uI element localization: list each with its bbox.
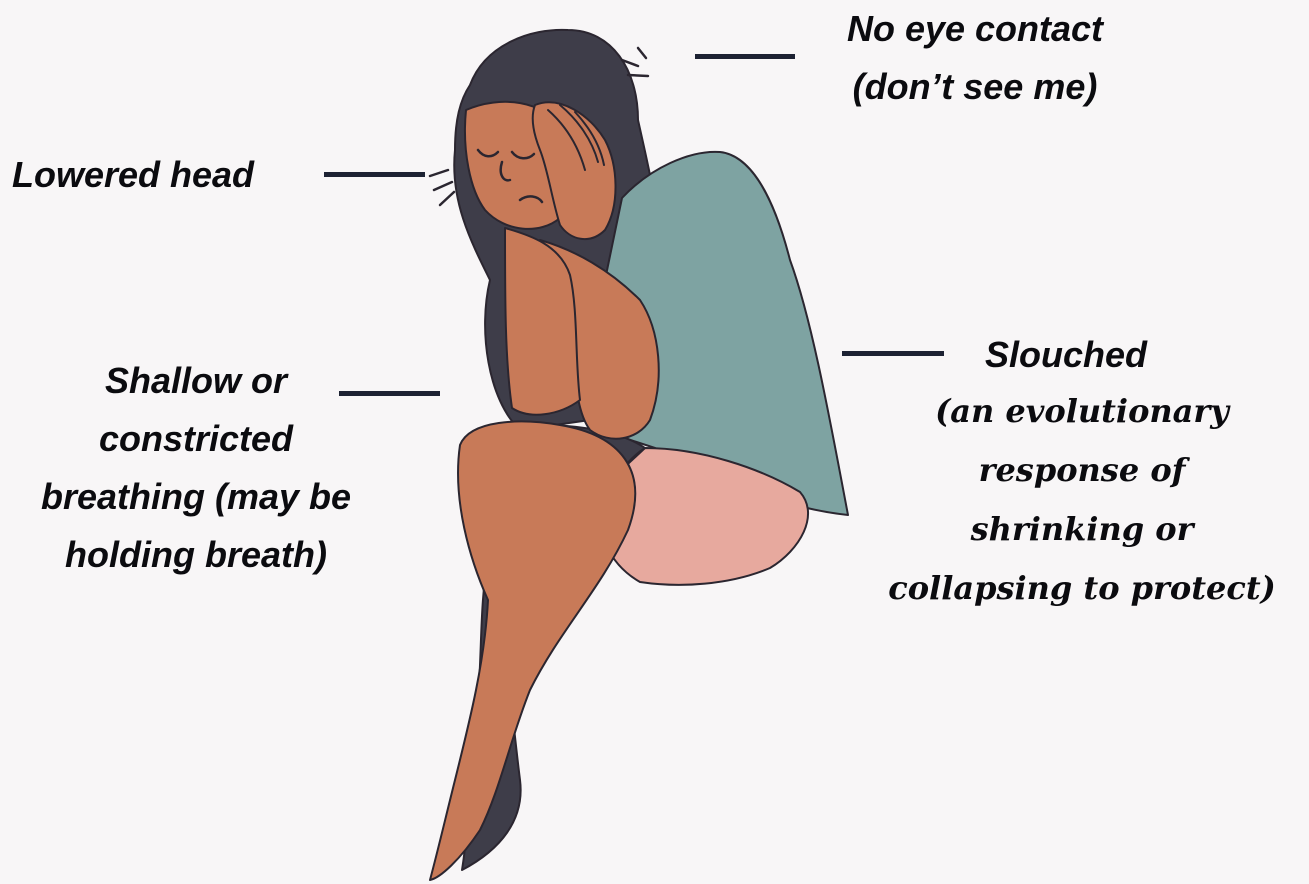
breathing-line-1: Shallow or xyxy=(0,352,392,410)
stress-mark xyxy=(434,182,452,190)
slouched-detail: (an evolutionary response of shrinking o… xyxy=(862,382,1302,618)
eye-contact-line-2: (don’t see me) xyxy=(810,58,1140,116)
lowered-head-leader xyxy=(324,172,425,177)
breathing-label: Shallow or constricted breathing (may be… xyxy=(0,352,392,584)
slouched-title: Slouched xyxy=(985,326,1147,384)
slouched-detail-line-4: collapsing to protect) xyxy=(862,559,1302,618)
eye-contact-leader xyxy=(695,54,795,59)
leg xyxy=(430,422,635,880)
slouched-leader xyxy=(842,351,944,356)
eye-contact-label: No eye contact (don’t see me) xyxy=(810,0,1140,116)
lowered-head-label: Lowered head xyxy=(12,146,254,204)
slouched-detail-line-2: response of xyxy=(862,441,1302,500)
stress-mark xyxy=(628,75,648,76)
stress-mark xyxy=(430,170,448,176)
slouched-detail-line-1: (an evolutionary xyxy=(862,382,1302,441)
breathing-line-3: breathing (may be xyxy=(0,468,392,526)
breathing-line-2: constricted xyxy=(0,410,392,468)
stress-mark xyxy=(440,192,454,205)
breathing-line-4: holding breath) xyxy=(0,526,392,584)
slouched-detail-line-3: shrinking or xyxy=(862,500,1302,559)
stress-mark xyxy=(638,48,646,58)
eye-contact-line-1: No eye contact xyxy=(810,0,1140,58)
